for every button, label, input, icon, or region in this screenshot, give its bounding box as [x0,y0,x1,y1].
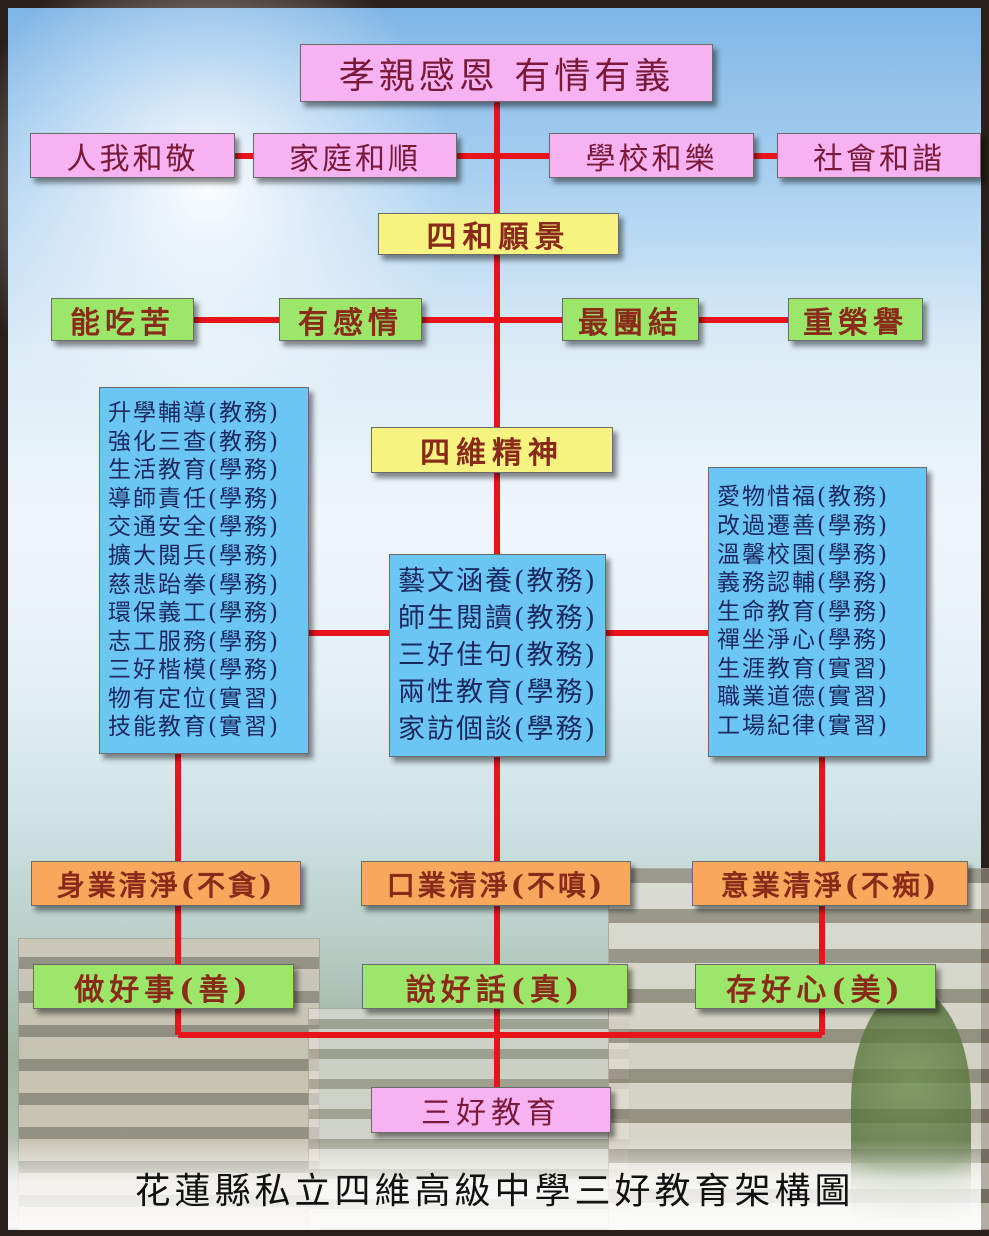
activity-item: 溫馨校園(學務) [717,541,889,568]
harmony-box-4: 社會和諧 [777,133,981,178]
activity-item: 藝文涵養(教務) [398,566,598,597]
trait-box-2: 有感情 [279,298,422,341]
activity-item: 交通安全(學務) [108,514,280,541]
bottom-fade [8,1140,981,1230]
harmony-box-1: 人我和敬 [30,133,235,178]
activity-item: 義務認輔(學務) [717,570,889,597]
good-deed-box-1: 做好事(善) [33,964,294,1009]
activity-item: 工場紀律(實習) [717,713,889,740]
right-activity-list: 愛物惜福(教務)改過遷善(學務)溫馨校園(學務)義務認輔(學務)生命教育(學務)… [708,467,927,757]
middle-activity-list: 藝文涵養(教務) 師生閱讀(教務) 三好佳句(教務) 兩性教育(學務) 家訪個談(學務) [389,554,606,757]
karma-box-1: 身業清淨(不貪) [31,861,301,906]
harmony-box-3: 學校和樂 [549,133,754,178]
activity-item: 技能教育(實習) [108,714,280,741]
activity-item: 強化三查(教務) [108,428,280,455]
activity-item: 職業道德(實習) [717,684,889,711]
trait-box-3: 最團結 [562,298,699,341]
trait-box-1: 能吃苦 [51,298,194,341]
activity-item: 物有定位(實習) [108,685,280,712]
activity-item: 慈悲跆拳(學務) [108,571,280,598]
activity-item: 家訪個談(學務) [398,714,598,745]
center-spirit-box: 四維精神 [371,427,613,473]
activity-item: 愛物惜福(教務) [717,484,889,511]
activity-item: 生涯教育(實習) [717,655,889,682]
good-deed-box-3: 存好心(美) [695,964,936,1009]
footer-title: 花蓮縣私立四維高級中學三好教育架構圖 [134,1171,855,1212]
activity-item: 升學輔導(教務) [108,399,280,426]
activity-item: 生命教育(學務) [717,598,889,625]
karma-box-2: 口業清淨(不嗔) [361,861,631,906]
activity-item: 環保義工(學務) [108,600,280,627]
activity-item: 兩性教育(學務) [398,677,598,708]
activity-item: 導師責任(學務) [108,485,280,512]
activity-item: 禪坐淨心(學務) [717,627,889,654]
left-activity-list: 升學輔導(教務)強化三查(教務)生活教育(學務)導師責任(學務)交通安全(學務)… [99,387,309,754]
vision-box: 四和願景 [378,213,619,255]
harmony-box-2: 家庭和順 [253,133,457,178]
karma-box-3: 意業清淨(不痴) [692,861,968,906]
activity-item: 改過遷善(學務) [717,512,889,539]
trait-box-4: 重榮譽 [788,298,923,341]
activity-item: 生活教育(學務) [108,457,280,484]
activity-item: 擴大閱兵(學務) [108,542,280,569]
activity-item: 師生閱讀(教務) [398,603,598,634]
activity-item: 三好佳句(教務) [398,640,598,671]
good-deed-box-2: 說好話(真) [362,964,628,1009]
activity-item: 三好楷模(學務) [108,657,280,684]
activity-item: 志工服務(學務) [108,628,280,655]
bottom-education-box: 三好教育 [371,1087,611,1133]
title-box: 孝親感恩 有情有義 [300,44,713,102]
